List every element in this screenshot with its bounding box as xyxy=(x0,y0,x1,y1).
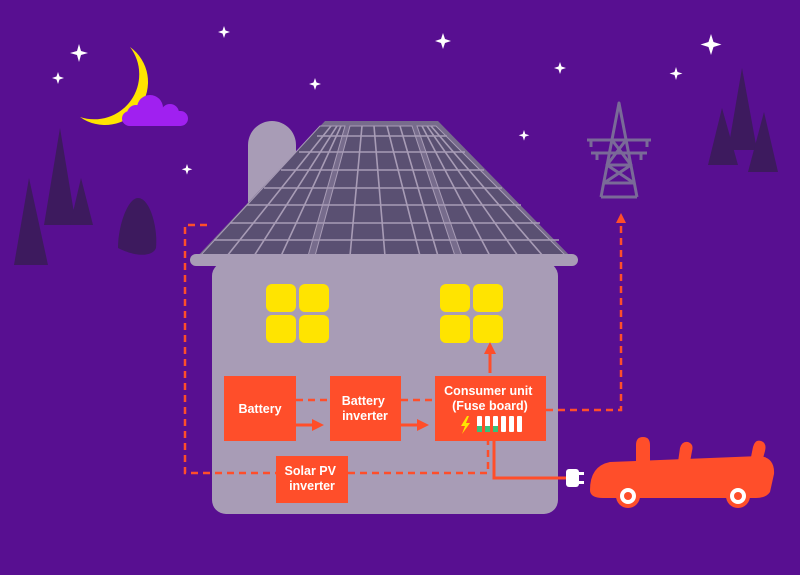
dashed-flows xyxy=(183,213,626,475)
roof-eave xyxy=(190,254,578,266)
crescent-moon-icon xyxy=(80,47,149,126)
charge-bar xyxy=(509,416,514,432)
electricity-pylon-icon xyxy=(587,101,651,199)
star-icon xyxy=(52,72,64,84)
charge-bar xyxy=(501,416,506,432)
star-icon xyxy=(554,62,566,74)
solar-inverter-label-line1: Solar PV xyxy=(285,464,337,478)
window-right xyxy=(440,284,503,343)
star-icon xyxy=(218,26,230,38)
consumer-unit-label-line1: Consumer unit xyxy=(444,384,533,398)
battery-inverter-box: Battery inverter xyxy=(330,376,401,441)
star-icon xyxy=(700,34,722,55)
lightning-icon xyxy=(461,416,470,434)
trees-right xyxy=(708,68,778,172)
svg-text:Battery inverter: Battery inverter xyxy=(342,394,389,423)
consumer-unit-label-line2: (Fuse board) xyxy=(452,399,528,413)
star-icon xyxy=(669,67,683,80)
solar-panel-grid xyxy=(214,125,559,257)
star-icon xyxy=(435,33,451,49)
solar-inverter-label-line2: inverter xyxy=(289,479,335,493)
solar-inverter-to-consumer-flow xyxy=(348,441,490,475)
solar-inverter-box: Solar PV inverter xyxy=(276,456,348,503)
electric-car-icon xyxy=(590,437,775,508)
battery-label: Battery xyxy=(238,402,281,416)
charge-bar-fill xyxy=(477,426,482,432)
charge-bar-fill xyxy=(485,426,490,432)
star-icon xyxy=(181,164,193,175)
svg-text:Consumer unit (Fuse boar: Consumer unit (Fuse board) xyxy=(444,384,536,413)
trees-left xyxy=(14,128,157,265)
plug-icon xyxy=(566,469,584,487)
grid-export-flow xyxy=(546,213,626,412)
charge-bar-fill xyxy=(493,426,498,432)
consumer-to-car-flow xyxy=(492,441,566,480)
battery-box: Battery xyxy=(224,376,296,441)
star-icon xyxy=(70,44,88,62)
star-icon xyxy=(309,78,321,90)
charge-bar xyxy=(517,416,522,432)
stars xyxy=(52,26,722,175)
consumer-unit-box: Consumer unit (Fuse board) xyxy=(435,376,546,441)
solar-to-inverter-flow xyxy=(183,223,276,475)
cloud-icon xyxy=(122,95,188,126)
solid-flows xyxy=(296,342,566,480)
charge-bars xyxy=(477,416,522,432)
battery-inverter-label-line2: inverter xyxy=(342,409,388,423)
star-icon xyxy=(518,130,530,141)
battery-inverter-label-line1: Battery xyxy=(342,394,385,408)
svg-text:Solar PV inverter: Solar PV inverter xyxy=(285,464,340,493)
window-left xyxy=(266,284,329,343)
svg-text:Battery: Battery xyxy=(238,402,281,416)
